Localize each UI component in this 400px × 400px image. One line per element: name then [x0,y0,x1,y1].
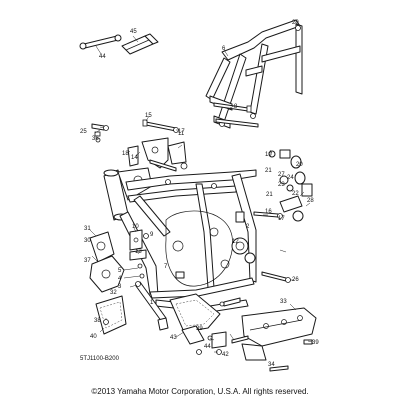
callout-12: 12 [232,239,239,245]
callout-labels: 44 45 6 29 8 25 36 15 17 11 14 18 19 21 … [80,20,319,368]
callout-29: 29 [292,20,299,26]
callout-2: 2 [246,224,250,230]
callout-17: 17 [178,129,185,135]
copyright-notice: ©2013 Yamaha Motor Corporation, U.S.A. A… [91,387,309,396]
diagram-code: 5TJ1100-B200 [80,356,119,362]
leader-lines [89,21,313,353]
callout-21: 21 [265,168,272,174]
callout-27: 27 [278,172,285,178]
callout-6: 6 [222,46,226,52]
rear-mount-bushing-part [268,149,313,222]
main-frame-part [103,162,257,313]
skid-plate-part [241,307,317,361]
callout-26: 26 [292,277,299,283]
fastener-group-part [91,123,109,143]
callout-34: 34 [268,362,275,368]
callout-14: 14 [131,155,138,161]
callout-36: 36 [92,136,99,142]
callout-15: 15 [145,113,152,119]
callout-42: 43 [170,335,177,341]
callout-39: 39 [312,340,319,346]
callout-18: 18 [122,151,129,157]
callout-28: 28 [307,198,314,204]
callout-45: 45 [130,29,137,35]
callout-13: 13 [135,249,142,255]
callout-5: 5 [118,268,122,274]
callout-20: 20 [296,162,303,168]
callout-8: 8 [234,104,238,110]
callout-37: 37 [84,258,91,264]
callout-21b: 21 [266,192,273,198]
callout-9: 9 [150,232,154,238]
callout-10: 10 [132,224,139,230]
callout-24: 24 [287,175,294,181]
side-guard-plate-part [89,231,125,293]
callout-7: 7 [164,264,168,270]
callout-4: 4 [118,276,122,282]
rear-mount-bolt-part [253,211,291,283]
callout-44: 44 [99,54,106,60]
callout-17b: 17 [278,216,285,222]
callout-41: 42 [222,352,229,358]
bracket-small-part [129,229,149,279]
callout-25: 25 [80,129,87,135]
subframe-bolt-part [213,102,259,128]
callout-40: 40 [90,334,97,340]
callout-30: 30 [84,238,91,244]
callout-43: 44 [204,344,211,350]
lower-guard-plate-part [95,293,221,345]
callout-22: 22 [292,191,299,197]
engine-mount-bolt-part [142,119,179,172]
wrench-part [79,34,122,50]
callout-32: 32 [110,290,117,296]
callout-38: 38 [94,318,101,324]
rear-subframe-part [205,19,303,129]
callout-3: 3 [118,284,122,290]
callout-39b: 39 [196,326,203,332]
callout-16: 16 [265,209,272,215]
guide-bolt-part [196,331,227,355]
callout-11: 11 [178,131,185,137]
callout-1: 1 [150,300,154,306]
callout-19: 19 [265,152,272,158]
engine-bracket-part [127,137,187,169]
callout-23: 23 [278,182,285,188]
skid-plate-bolt-part [219,297,313,372]
tool-bag-part [121,33,159,55]
callout-31: 31 [84,226,91,232]
callout-33: 33 [280,299,287,305]
